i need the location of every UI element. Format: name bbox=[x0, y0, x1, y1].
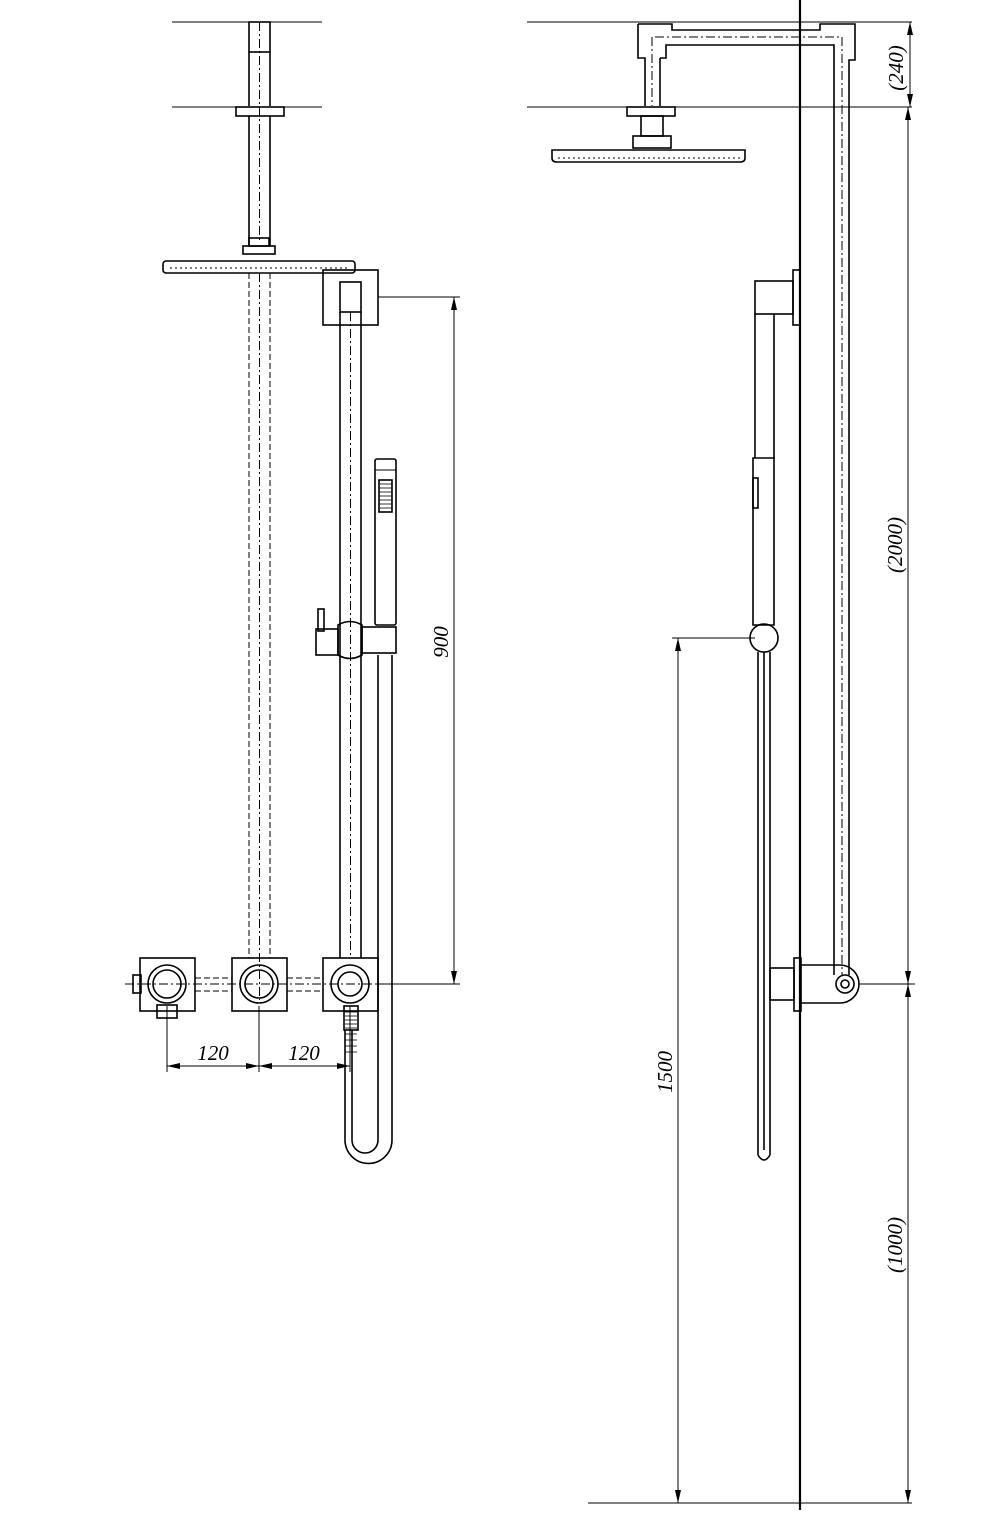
slide-rail-top-bracket-side bbox=[754, 269, 801, 458]
dimension-1000-label: (1000) bbox=[883, 1217, 907, 1273]
hand-shower bbox=[374, 458, 397, 626]
mixer-valve-left bbox=[132, 957, 196, 1019]
concealed-riser-pipe bbox=[248, 273, 271, 1000]
front-view: 900 120 120 bbox=[125, 21, 460, 1165]
concealed-valve-link bbox=[125, 977, 385, 992]
dimension-120-120: 120 120 bbox=[166, 1006, 351, 1072]
dimension-2000-label: (2000) bbox=[883, 517, 907, 573]
dimension-1000: (1000) bbox=[883, 984, 911, 1503]
dimension-1500: 1500 bbox=[653, 637, 755, 1503]
ceiling-arm bbox=[235, 21, 285, 246]
dimension-900: 900 bbox=[378, 296, 460, 985]
dimension-900-label: 900 bbox=[429, 626, 453, 658]
slide-holder bbox=[315, 608, 397, 660]
dimension-240: (240) bbox=[884, 22, 913, 107]
dimension-120-right-label: 120 bbox=[288, 1041, 320, 1065]
shower-arm-side bbox=[637, 23, 856, 975]
dimension-2000: (2000) bbox=[860, 107, 915, 985]
rain-shower-head-side bbox=[551, 106, 746, 163]
rain-shower-head bbox=[162, 237, 356, 274]
slide-rail bbox=[339, 312, 362, 958]
dimension-240-label: (240) bbox=[884, 45, 908, 91]
hand-shower-side bbox=[749, 457, 779, 1161]
dimension-1500-label: 1500 bbox=[653, 1051, 677, 1094]
dimension-120-left-label: 120 bbox=[197, 1041, 229, 1065]
wall-outlet-elbow-side bbox=[769, 957, 860, 1012]
side-view: (240) (2000) (1000) 1500 bbox=[527, 0, 915, 1510]
shower-hose bbox=[343, 655, 393, 1165]
